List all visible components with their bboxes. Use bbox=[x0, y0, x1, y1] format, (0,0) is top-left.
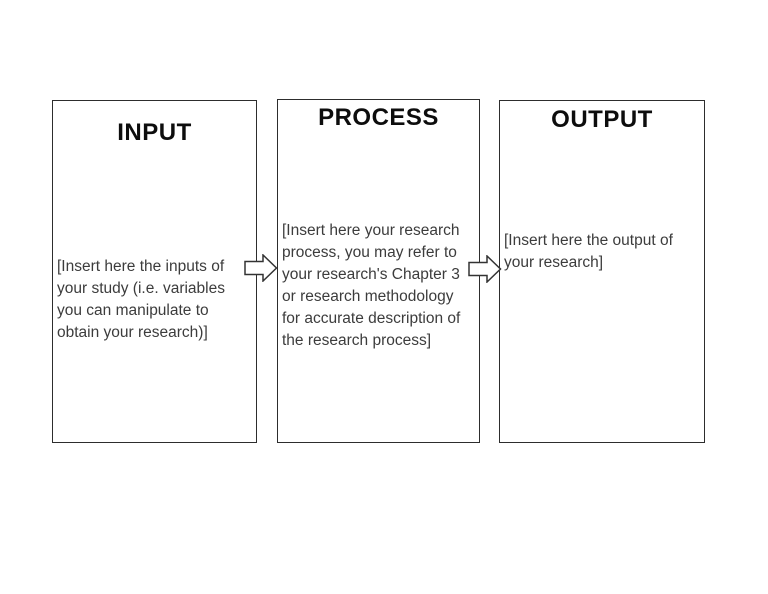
input-box-placeholder-text: [Insert here the inputs of your study (i… bbox=[57, 258, 225, 341]
input-box-title: INPUT bbox=[117, 119, 192, 146]
output-box: OUTPUT [Insert here the output of your r… bbox=[499, 100, 705, 443]
arrow-input-to-process-icon bbox=[244, 254, 278, 282]
output-box-placeholder-text: [Insert here the output of your research… bbox=[504, 232, 673, 271]
input-box: INPUT [Insert here the inputs of your st… bbox=[52, 100, 257, 443]
output-box-title: OUTPUT bbox=[551, 106, 653, 133]
process-box-title: PROCESS bbox=[318, 104, 439, 131]
arrow-process-to-output-icon bbox=[468, 255, 502, 283]
process-box: PROCESS [Insert here your research proce… bbox=[277, 99, 480, 443]
process-box-placeholder-text: [Insert here your research process, you … bbox=[282, 222, 461, 349]
